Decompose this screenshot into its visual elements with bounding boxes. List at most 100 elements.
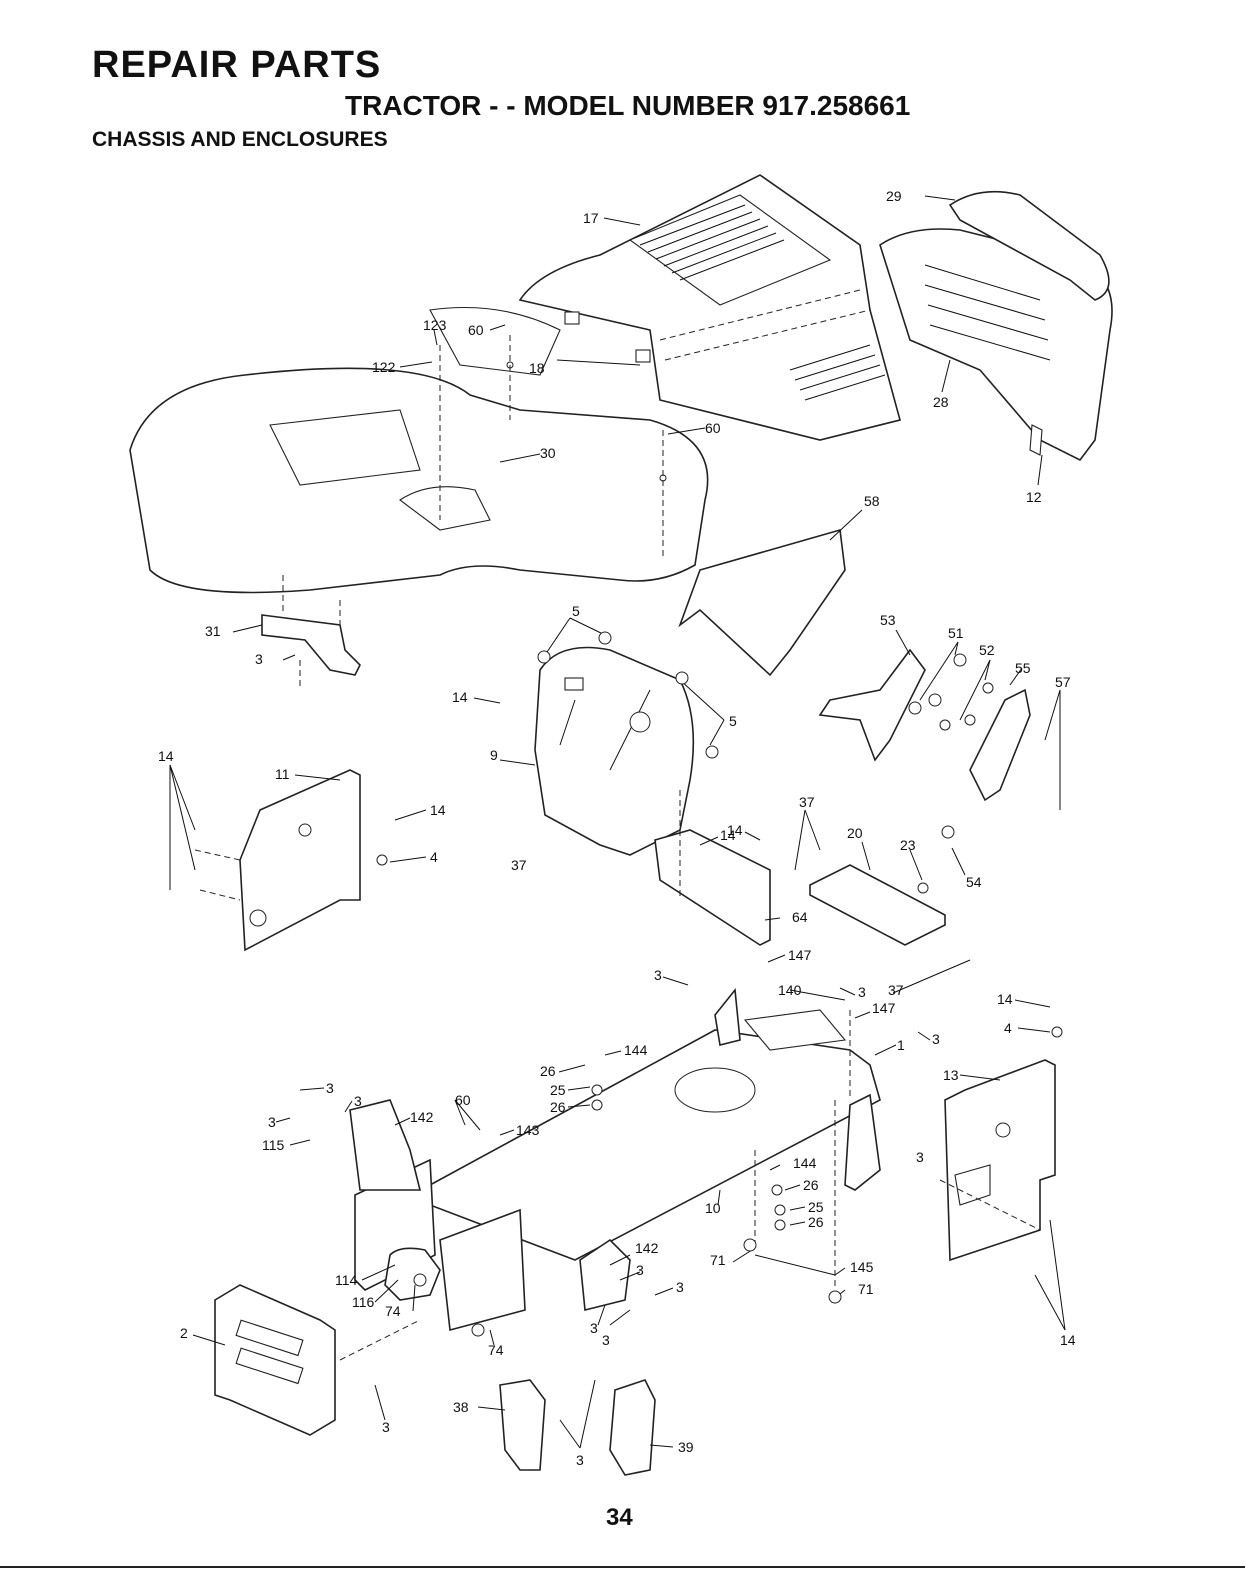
bracket-53-part bbox=[818, 648, 926, 762]
bottom-rule bbox=[0, 1566, 1245, 1568]
callout-25a: 25 bbox=[550, 1082, 566, 1098]
callout-9: 9 bbox=[490, 747, 498, 763]
callout-3m: 3 bbox=[382, 1419, 390, 1435]
callout-2: 2 bbox=[180, 1325, 188, 1341]
callout-23: 23 bbox=[900, 837, 916, 853]
grille-part bbox=[879, 228, 1113, 462]
callout-10: 10 bbox=[705, 1200, 721, 1216]
callout-60c: 60 bbox=[455, 1092, 471, 1108]
callout-5a: 5 bbox=[572, 603, 580, 619]
callout-57: 57 bbox=[1055, 674, 1071, 690]
callout-30: 30 bbox=[540, 445, 556, 461]
main-frame-part bbox=[429, 987, 881, 1261]
callout-3c: 3 bbox=[858, 984, 866, 1000]
callout-51: 51 bbox=[948, 625, 964, 641]
callout-26c: 26 bbox=[803, 1177, 819, 1193]
dash-bracket-part bbox=[654, 829, 771, 946]
callout-3l: 3 bbox=[602, 1332, 610, 1348]
callout-74b: 74 bbox=[488, 1342, 504, 1358]
bracket-142b-part bbox=[579, 1238, 631, 1312]
right-side-panel-part bbox=[944, 1059, 1056, 1262]
hood-part bbox=[518, 174, 901, 441]
callout-142b: 142 bbox=[635, 1240, 659, 1256]
bracket-55-part bbox=[969, 688, 1031, 802]
bracket-38-part bbox=[499, 1379, 546, 1471]
bumper-part bbox=[948, 190, 1110, 301]
model-number-heading: TRACTOR - - MODEL NUMBER 917.258661 bbox=[345, 90, 911, 121]
callout-3n: 3 bbox=[576, 1452, 584, 1468]
panel-support-part bbox=[678, 528, 846, 677]
callout-4a: 4 bbox=[430, 849, 438, 865]
callout-29: 29 bbox=[886, 188, 902, 204]
callout-37c: 37 bbox=[888, 982, 904, 998]
hardware-fasteners bbox=[376, 631, 1063, 1337]
callout-14a: 14 bbox=[452, 689, 468, 705]
callout-53: 53 bbox=[880, 612, 896, 628]
callout-3d: 3 bbox=[932, 1031, 940, 1047]
callout-11: 11 bbox=[275, 766, 290, 782]
frame-rail-center-part bbox=[439, 1208, 526, 1332]
latch-part bbox=[1029, 424, 1043, 456]
callout-5b: 5 bbox=[729, 713, 737, 729]
plate-114-part bbox=[384, 1247, 441, 1301]
callout-39: 39 bbox=[678, 1439, 694, 1455]
callout-20: 20 bbox=[847, 825, 863, 841]
callout-3i: 3 bbox=[636, 1262, 644, 1278]
section-heading: CHASSIS AND ENCLOSURES bbox=[92, 128, 388, 151]
callout-3a: 3 bbox=[255, 651, 263, 667]
bracket-39-part bbox=[609, 1379, 656, 1476]
callout-13: 13 bbox=[943, 1067, 959, 1083]
callout-4b: 4 bbox=[1004, 1020, 1012, 1036]
callout-140: 140 bbox=[778, 982, 802, 998]
callout-37a: 37 bbox=[511, 857, 527, 873]
bracket-20-part bbox=[809, 864, 946, 946]
fender-bracket-part bbox=[261, 614, 361, 676]
callout-28: 28 bbox=[933, 394, 949, 410]
callout-60a: 60 bbox=[468, 322, 484, 338]
bracket-right-frame-part bbox=[844, 1093, 881, 1191]
callout-3h: 3 bbox=[916, 1149, 924, 1165]
callout-26a: 26 bbox=[540, 1063, 556, 1079]
callout-58: 58 bbox=[864, 493, 880, 509]
callout-12: 12 bbox=[1026, 489, 1042, 505]
callout-3f: 3 bbox=[354, 1093, 362, 1109]
callout-17: 17 bbox=[583, 210, 599, 226]
callout-3b: 3 bbox=[654, 967, 662, 983]
callout-115: 115 bbox=[262, 1137, 285, 1153]
front-panel-part bbox=[214, 1284, 336, 1436]
callout-labels: 17 29 123 60 122 18 60 30 28 12 58 31 3 … bbox=[158, 188, 1076, 1468]
callout-145: 145 bbox=[850, 1259, 874, 1275]
callout-144b: 144 bbox=[793, 1155, 817, 1171]
callout-26b: 26 bbox=[550, 1099, 566, 1115]
callout-14f: 14 bbox=[997, 991, 1013, 1007]
callout-74a: 74 bbox=[385, 1303, 401, 1319]
callout-31: 31 bbox=[205, 623, 221, 639]
callout-143: 143 bbox=[516, 1122, 540, 1138]
bracket-142a-part bbox=[349, 1099, 422, 1191]
callout-14e: 14 bbox=[727, 822, 743, 838]
callout-64: 64 bbox=[792, 909, 808, 925]
callout-122: 122 bbox=[372, 359, 396, 375]
callout-18: 18 bbox=[529, 360, 545, 376]
callout-54: 54 bbox=[966, 874, 982, 890]
dash-panel-part bbox=[534, 646, 695, 856]
callout-123: 123 bbox=[423, 317, 447, 333]
callout-55: 55 bbox=[1015, 660, 1031, 676]
callout-3j: 3 bbox=[676, 1279, 684, 1295]
callout-14d: 14 bbox=[720, 827, 736, 843]
callout-37b: 37 bbox=[799, 794, 815, 810]
callout-71b: 71 bbox=[858, 1281, 874, 1297]
page-number: 34 bbox=[606, 1504, 633, 1531]
callout-142a: 142 bbox=[410, 1109, 434, 1125]
callout-147a: 147 bbox=[788, 947, 812, 963]
callout-147b: 147 bbox=[872, 1000, 896, 1016]
callout-144a: 144 bbox=[624, 1042, 648, 1058]
rod-145-part bbox=[754, 1254, 836, 1276]
fender-part bbox=[129, 306, 709, 594]
assembly-guide-lines bbox=[194, 335, 1041, 1361]
left-side-panel-part bbox=[239, 769, 361, 952]
callout-52: 52 bbox=[979, 642, 995, 658]
callout-3e: 3 bbox=[326, 1080, 334, 1096]
callout-71a: 71 bbox=[710, 1252, 726, 1268]
